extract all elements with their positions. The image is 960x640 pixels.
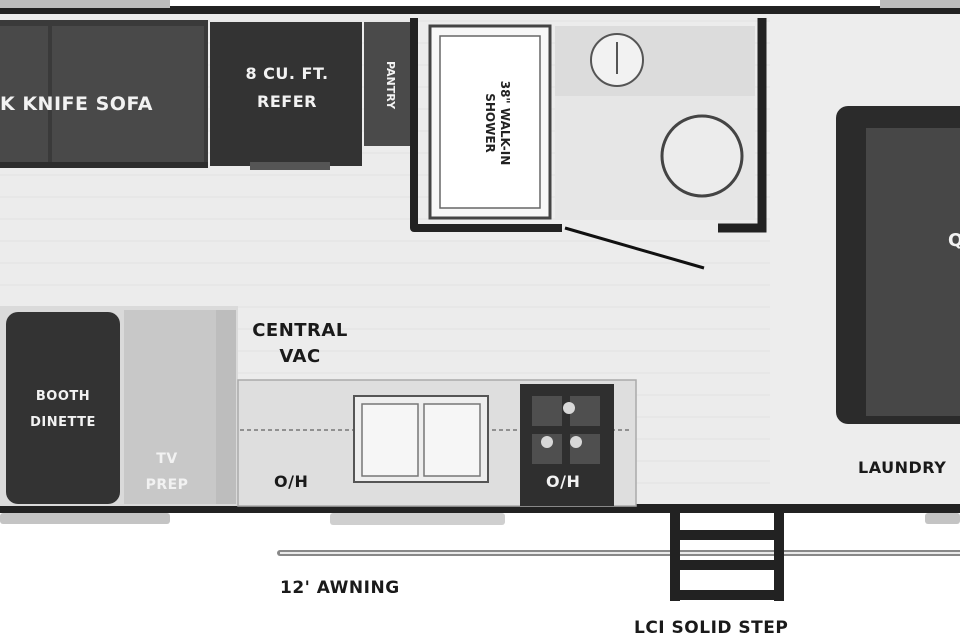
shower-label: 38" WALK-IN SHOWER <box>470 63 512 183</box>
burner-glow-3 <box>570 436 582 448</box>
step-rail-left <box>670 513 680 601</box>
step-label: LCI SOLID STEP <box>634 618 789 638</box>
tv-prep-label: TV PREP <box>132 446 202 498</box>
burner-glow-1 <box>563 402 575 414</box>
shower-label-line3: SHOWER <box>483 93 497 153</box>
refer-label-line1: 8 CU. FT. <box>245 64 329 83</box>
wall-bump-top-right <box>880 0 960 8</box>
wall-bump-top-left <box>0 0 170 8</box>
refer-label-line2: REFER <box>257 92 317 111</box>
booth-seat <box>6 312 120 504</box>
burner-tr <box>570 396 600 426</box>
step-rail-right <box>774 513 784 601</box>
sofa-cushion-left <box>0 26 48 162</box>
sofa-label: K KNIFE SOFA <box>0 93 153 115</box>
pantry-box <box>364 22 412 146</box>
tv-prep-edge <box>216 310 236 504</box>
wall-bump-bottom-left <box>0 513 170 524</box>
bathroom-door <box>564 226 705 270</box>
central-vac-label: CENTRAL VAC <box>246 318 354 370</box>
bathroom-wall <box>410 18 562 232</box>
wall-bump-bottom-mid <box>330 513 505 525</box>
refer-label: 8 CU. FT. REFER <box>214 60 360 116</box>
overhead-right-label: O/H <box>546 472 581 491</box>
bath-counter <box>555 26 755 96</box>
pantry-label: PANTRY <box>384 60 397 110</box>
sink-left-basin <box>361 403 419 477</box>
wall-bump-bottom-right <box>925 513 960 524</box>
central-vac-line2: VAC <box>279 346 321 367</box>
tv-line1: TV <box>156 451 178 467</box>
burner-tl <box>532 396 562 426</box>
central-vac-line1: CENTRAL <box>252 320 348 341</box>
step-tread-1 <box>670 530 784 540</box>
booth-dinette-label: BOOTH DINETTE <box>8 384 118 436</box>
refer-box <box>210 22 362 166</box>
step-tread-2 <box>670 560 784 570</box>
tv-prep-cabinet <box>124 310 220 504</box>
sofa-base <box>0 162 208 168</box>
step-tread-3 <box>670 590 784 600</box>
overhead-left-label: O/H <box>274 472 309 491</box>
burner-glow-2 <box>541 436 553 448</box>
top-wall <box>0 6 960 14</box>
bathroom-wall-right <box>718 18 767 233</box>
toilet-bowl <box>660 114 744 198</box>
shower-label-line2: WALK-IN <box>498 107 512 166</box>
laundry-label: LAUNDRY <box>858 458 947 477</box>
booth-line1: BOOTH <box>35 389 91 404</box>
bottom-wall <box>0 504 960 513</box>
shower-label-line1: 38" <box>498 80 512 104</box>
shower-tray <box>439 35 541 209</box>
refer-base <box>250 162 330 170</box>
awning-label: 12' AWNING <box>280 578 400 598</box>
sink-right-basin <box>423 403 481 477</box>
bed-partial-label: Q <box>948 230 960 251</box>
sofa-cushion-right <box>52 26 204 162</box>
tv-line2: PREP <box>145 477 189 493</box>
bed-mattress <box>866 128 960 416</box>
booth-line2: DINETTE <box>30 415 96 430</box>
